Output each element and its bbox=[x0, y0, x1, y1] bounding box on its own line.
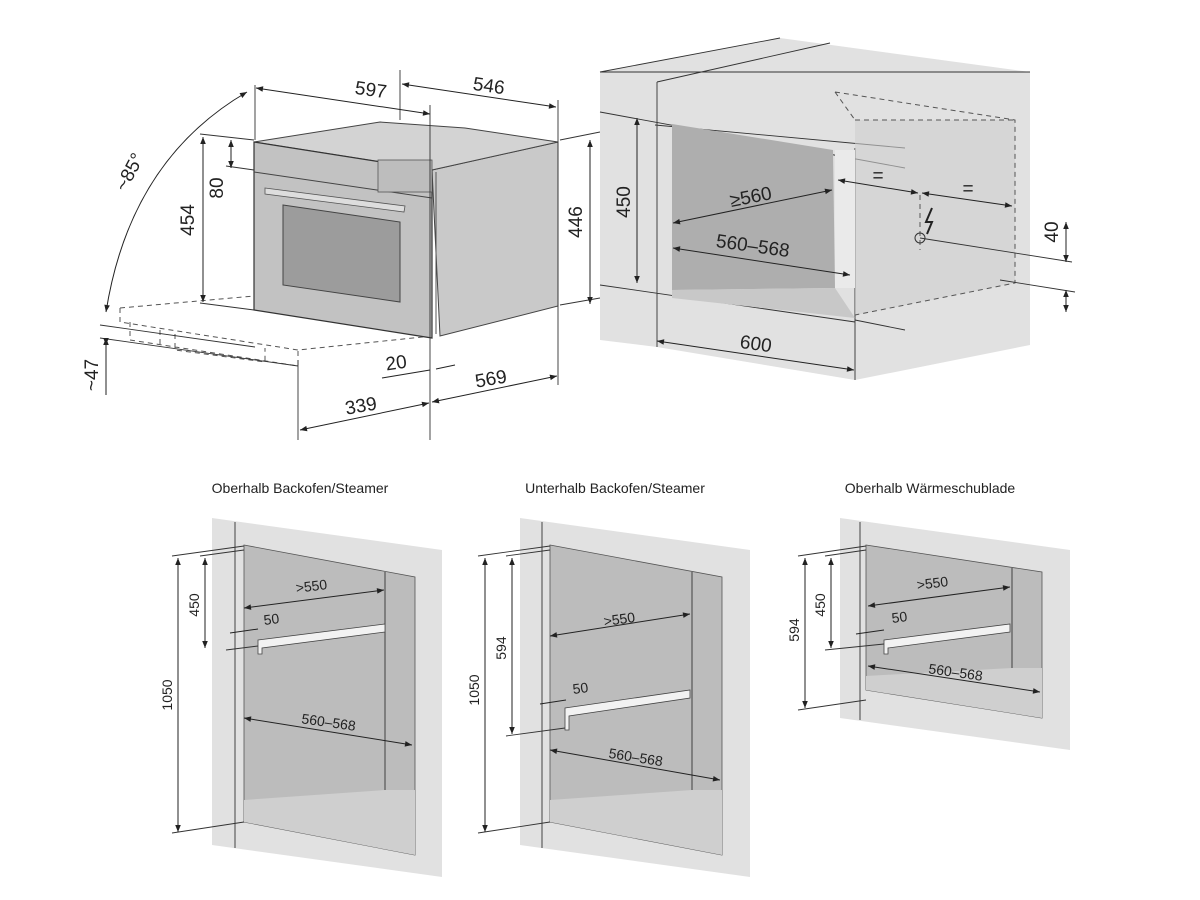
panel-title: Oberhalb Backofen/Steamer bbox=[212, 480, 389, 496]
label-equal-left: = bbox=[872, 166, 883, 187]
label-shelf-width: >550 bbox=[916, 573, 949, 593]
dim-door-339 bbox=[299, 401, 430, 432]
label-upper: 594 bbox=[493, 636, 509, 660]
electric-bolt-icon bbox=[924, 207, 934, 235]
label-shelf-depth: 50 bbox=[891, 608, 909, 626]
panel-below-oven: Unterhalb Backofen/Steamer 1050 594 >550… bbox=[466, 480, 750, 877]
label-450: 450 bbox=[614, 186, 635, 218]
panel-title: Oberhalb Wärmeschublade bbox=[845, 480, 1016, 496]
dim-equal-right bbox=[921, 191, 1013, 208]
label-upper: 450 bbox=[186, 593, 202, 617]
dim-depth-546 bbox=[401, 82, 557, 109]
dim-door-angle bbox=[104, 91, 248, 313]
label-80: 80 bbox=[207, 177, 228, 198]
label-upper: 450 bbox=[812, 593, 828, 617]
label-85deg: ~85° bbox=[112, 150, 149, 195]
niche-floor bbox=[672, 288, 855, 318]
dim-range bbox=[243, 716, 413, 747]
oven-drawing: 597 546 454 80 446 ~85° ~47 20 569 339 bbox=[82, 70, 601, 440]
label-total: 1050 bbox=[466, 674, 482, 705]
label-600: 600 bbox=[739, 332, 773, 357]
display bbox=[377, 159, 433, 193]
label-339: 339 bbox=[344, 393, 379, 419]
label-total: 594 bbox=[786, 618, 802, 642]
label-shelf-width: >550 bbox=[295, 576, 328, 596]
label-shelf-depth: 50 bbox=[263, 610, 281, 628]
label-454: 454 bbox=[178, 204, 199, 236]
niche-side-gap bbox=[835, 150, 855, 288]
socket-zone bbox=[855, 120, 1015, 315]
panel-above-oven: Oberhalb Backofen/Steamer 1050 450 >550 … bbox=[159, 480, 442, 877]
label-47: ~47 bbox=[82, 359, 103, 391]
shelf bbox=[564, 689, 691, 731]
label-range: 560–568 bbox=[928, 660, 984, 683]
dim-equal-left bbox=[837, 178, 919, 195]
oven-window bbox=[282, 204, 401, 303]
dim-width-600 bbox=[656, 339, 855, 372]
socket-icon bbox=[914, 232, 926, 244]
label-569: 569 bbox=[474, 366, 509, 392]
shelf bbox=[883, 623, 1011, 655]
label-597: 597 bbox=[354, 78, 388, 103]
dim-range bbox=[549, 748, 721, 782]
dim-width-597 bbox=[255, 86, 431, 116]
oven-side bbox=[431, 141, 559, 337]
label-shelf-depth: 50 bbox=[572, 679, 590, 697]
dim-width-range bbox=[672, 246, 851, 277]
dim-shelf-width bbox=[243, 588, 385, 610]
dim-min-width-560 bbox=[672, 188, 833, 225]
label-546: 546 bbox=[472, 74, 506, 99]
niche-drawing: 450 ≥560 560–568 600 = = 40 bbox=[599, 37, 1076, 380]
label-446: 446 bbox=[566, 206, 587, 238]
label-equal-right: = bbox=[962, 179, 973, 200]
dim-shelf-width bbox=[549, 612, 691, 638]
door-handle bbox=[264, 187, 406, 213]
dim-depth-569 bbox=[431, 374, 558, 404]
panel-title: Unterhalb Backofen/Steamer bbox=[525, 480, 705, 496]
label-20: 20 bbox=[384, 352, 408, 376]
label-range: 560–568 bbox=[301, 710, 357, 733]
shelf bbox=[257, 623, 386, 655]
label-total: 1050 bbox=[159, 679, 175, 710]
panel-above-warming-drawer: Oberhalb Wärmeschublade 594 450 >550 50 … bbox=[786, 480, 1070, 750]
label-40: 40 bbox=[1042, 221, 1063, 242]
control-panel-edge bbox=[253, 171, 433, 199]
dim-shelf-width bbox=[867, 585, 1011, 608]
dim-range bbox=[867, 664, 1041, 694]
cavity-floor bbox=[550, 790, 722, 855]
label-shelf-width: >550 bbox=[603, 609, 637, 629]
cavity-floor bbox=[244, 790, 415, 855]
